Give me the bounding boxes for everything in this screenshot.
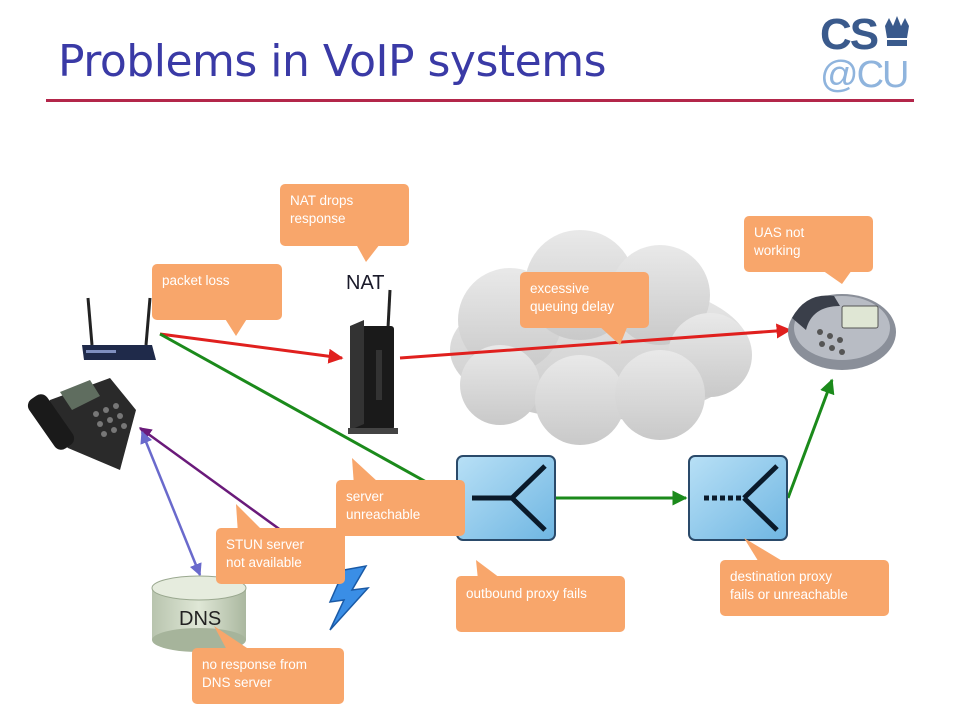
callout-text: STUN server not available <box>226 537 305 570</box>
slide-title: Problems in VoIP systems <box>58 36 607 87</box>
callout-queuing-delay: excessive queuing delay <box>520 272 649 328</box>
nat-router-icon <box>348 289 398 434</box>
callout-text: excessive queuing delay <box>530 281 615 314</box>
callout-tails <box>214 244 852 652</box>
nat-label: NAT <box>346 272 385 294</box>
cs-cu-logo: CS @CU <box>820 10 916 96</box>
callout-text: packet loss <box>162 273 230 288</box>
callout-no-dns-response: no response from DNS server <box>192 648 344 704</box>
callout-server-unreachable: server unreachable <box>336 480 465 536</box>
callout-text: NAT drops response <box>290 193 354 226</box>
logo-text-top: CS <box>820 10 879 59</box>
callout-stun-unavailable: STUN server not available <box>216 528 345 584</box>
proxy-server-icon <box>456 455 556 541</box>
logo-text-bottom: @CU <box>820 54 909 96</box>
callout-text: UAS not working <box>754 225 805 258</box>
green-link-router-proxy <box>159 332 457 500</box>
callout-destination-proxy: destination proxy fails or unreachable <box>720 560 889 616</box>
red-link-router-nat <box>159 332 344 364</box>
callout-text: outbound proxy fails <box>466 586 587 601</box>
cloud-icon <box>450 230 752 445</box>
ip-phone-icon <box>788 294 896 370</box>
green-link-proxy-phone <box>786 378 835 499</box>
callout-text: no response from DNS server <box>202 657 308 690</box>
callout-text: server unreachable <box>346 489 421 522</box>
proxy-server-icon <box>688 455 788 541</box>
callout-nat-drops: NAT drops response <box>280 184 409 246</box>
desk-phone-icon <box>27 378 136 470</box>
crown-icon <box>885 16 909 46</box>
title-rule <box>46 99 914 102</box>
dns-database-icon <box>151 575 247 652</box>
callout-packet-loss: packet loss <box>152 264 282 320</box>
wireless-router-icon <box>82 297 156 360</box>
callout-outbound-proxy: outbound proxy fails <box>456 576 625 632</box>
callout-uas-not-working: UAS not working <box>744 216 873 272</box>
dns-label: DNS <box>179 608 222 630</box>
red-link-nat-phone <box>399 323 792 360</box>
blue-link-phone-dns <box>140 430 202 577</box>
callout-text: destination proxy fails or unreachable <box>730 569 848 602</box>
